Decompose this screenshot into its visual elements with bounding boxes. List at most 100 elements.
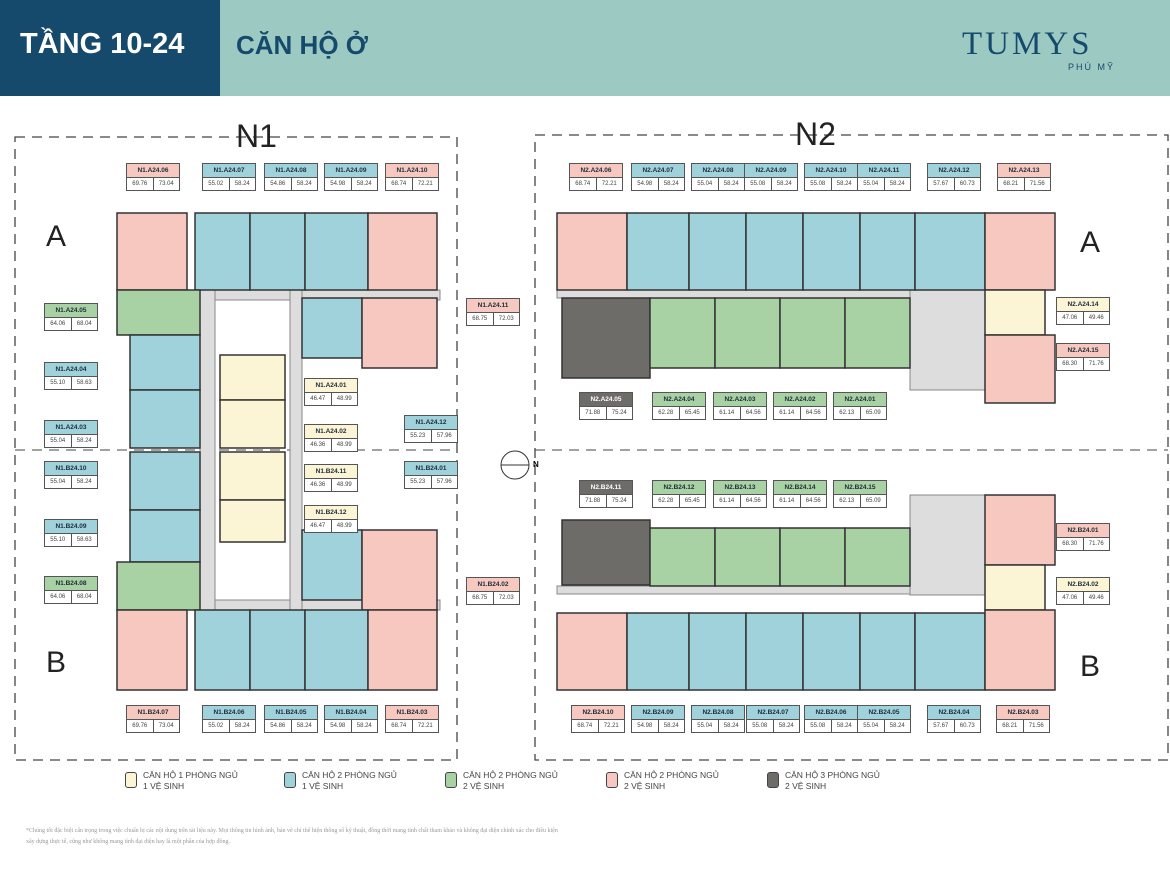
unit-area-gross: 58.24 xyxy=(717,720,745,732)
unit-code: N2.A24.02 xyxy=(774,393,826,407)
unit-area-gross: 58.24 xyxy=(830,720,858,732)
unit-area-net: 55.08 xyxy=(810,181,826,187)
unit-code: N1.A24.01 xyxy=(305,379,357,393)
unit-area-net: 68.30 xyxy=(1062,541,1078,547)
building-n2-title: N2 xyxy=(795,116,836,152)
unit-area-net: 71.88 xyxy=(585,410,601,416)
apartment-unit-block xyxy=(859,612,916,691)
unit-area-net: 55.04 xyxy=(697,181,713,187)
apartment-unit-block xyxy=(745,212,804,291)
apartment-unit-block xyxy=(688,212,747,291)
unit-code: N1.B24.01 xyxy=(405,462,457,476)
apartment-unit-block xyxy=(626,612,690,691)
unit-area-gross: 65.45 xyxy=(678,495,706,507)
unit-area-net: 54.98 xyxy=(330,181,346,187)
unit-code: N2.A24.07 xyxy=(632,164,684,178)
unit-area-gross: 49.46 xyxy=(1082,312,1110,324)
legend-line1: CĂN HỘ 2 PHÒNG NGỦ xyxy=(302,770,397,780)
unit-area-net: 68.74 xyxy=(391,723,407,729)
page-title: CĂN HỘ Ở xyxy=(236,30,368,60)
unit-area-gross: 48.99 xyxy=(330,393,358,405)
apartment-unit-block xyxy=(859,212,916,291)
apartment-unit-block xyxy=(367,609,438,691)
legend-swatch xyxy=(445,772,457,788)
apartment-unit-block xyxy=(914,612,986,691)
unit-area-gross: 71.76 xyxy=(1082,538,1110,550)
unit-code: N2.B24.05 xyxy=(858,706,910,720)
unit-area-net: 62.13 xyxy=(839,498,855,504)
unit-code: N2.A24.06 xyxy=(570,164,622,178)
unit-area-gross: 73.04 xyxy=(152,178,180,190)
unit-area-gross: 58.24 xyxy=(770,178,798,190)
unit-area-gross: 65.09 xyxy=(859,495,887,507)
unit-code: N1.B24.07 xyxy=(127,706,179,720)
unit-code: N2.A24.13 xyxy=(998,164,1050,178)
corridor xyxy=(289,289,303,611)
apartment-unit-block xyxy=(556,212,628,291)
unit-code: N2.B24.06 xyxy=(805,706,857,720)
unit-area-gross: 49.46 xyxy=(1082,592,1110,604)
unit-code: N2.A24.01 xyxy=(834,393,886,407)
legend-line1: CĂN HỘ 3 PHÒNG NGỦ xyxy=(785,770,880,780)
unit-code: N2.B24.01 xyxy=(1057,524,1109,538)
unit-code: N1.B24.10 xyxy=(45,462,97,476)
unit-area-net: 68.30 xyxy=(1062,361,1078,367)
unit-code: N1.A24.09 xyxy=(325,164,377,178)
unit-area-gross: 58.24 xyxy=(657,720,685,732)
unit-code: N1.B24.02 xyxy=(467,578,519,592)
unit-code: N1.A24.12 xyxy=(405,416,457,430)
building-boundary xyxy=(14,136,458,761)
unit-area-net: 62.28 xyxy=(658,410,674,416)
unit-code: N1.B24.06 xyxy=(203,706,255,720)
apartment-unit-block xyxy=(984,334,1056,404)
unit-area-net: 46.36 xyxy=(310,482,326,488)
unit-code: N2.B24.08 xyxy=(692,706,744,720)
unit-area-net: 55.23 xyxy=(410,433,426,439)
apartment-unit-block xyxy=(249,609,306,691)
apartment-unit-block xyxy=(984,289,1046,336)
unit-area-gross: 68.04 xyxy=(70,591,98,603)
unit-code: N1.B24.11 xyxy=(305,465,357,479)
unit-code: N2.B24.04 xyxy=(928,706,980,720)
apartment-unit-block xyxy=(116,289,201,336)
unit-area-net: 55.02 xyxy=(208,181,224,187)
unit-code: N1.A24.10 xyxy=(386,164,438,178)
unit-area-gross: 73.04 xyxy=(152,720,180,732)
unit-area-net: 68.21 xyxy=(1003,181,1019,187)
brand-logo-sub: PHÚ MỸ xyxy=(1068,62,1116,72)
unit-area-net: 68.74 xyxy=(575,181,591,187)
unit-area-gross: 58.24 xyxy=(350,178,378,190)
unit-area-net: 71.88 xyxy=(585,498,601,504)
apartment-unit-block xyxy=(984,564,1046,611)
apartment-unit-block xyxy=(649,297,716,369)
legend-line1: CĂN HỘ 2 PHÒNG NGỦ xyxy=(463,770,558,780)
legend-line2: 2 VỆ SINH xyxy=(785,781,827,791)
zone-a-n1: A xyxy=(46,220,67,253)
unit-area-gross: 68.04 xyxy=(70,318,98,330)
unit-area-gross: 58.24 xyxy=(290,720,318,732)
unit-area-gross: 72.03 xyxy=(492,592,520,604)
unit-code: N1.A24.04 xyxy=(45,363,97,377)
unit-code: N1.A24.06 xyxy=(127,164,179,178)
unit-area-net: 64.06 xyxy=(50,321,66,327)
floor-title: TẦNG 10-24 xyxy=(20,28,185,60)
unit-code: N2.B24.12 xyxy=(653,481,705,495)
unit-area-net: 61.14 xyxy=(779,410,795,416)
unit-area-net: 55.10 xyxy=(50,537,66,543)
unit-area-gross: 64.56 xyxy=(739,407,767,419)
